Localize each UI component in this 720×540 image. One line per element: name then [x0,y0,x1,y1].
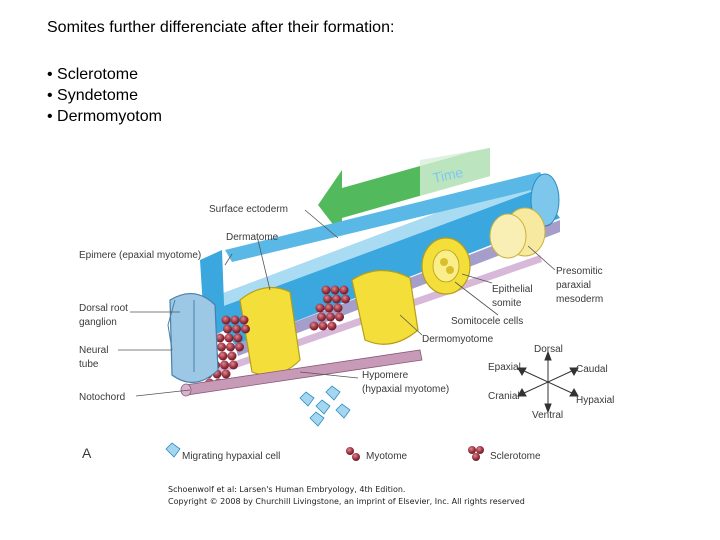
migrating-cell-icon [165,442,181,458]
sclerotome-cell [241,324,250,334]
time-arrow: Time [318,148,490,236]
sclerotome-cell [217,342,226,352]
compass-dorsal: Dorsal [534,344,563,355]
slide-heading: Somites further differenciate after thei… [47,19,395,36]
compass-ventral: Ventral [532,410,563,421]
migrating-hypaxial-cells [299,385,351,427]
sclerotome-cell [332,294,341,304]
sclerotome-icon [468,446,476,454]
neural-tube [167,293,219,383]
sclerotome-cell [221,315,231,325]
bullet-sclerotome: • Sclerotome [47,66,138,83]
myotome-icon [346,447,354,455]
sclerotome-cell [233,333,243,343]
label-presomitic-1: Presomitic [556,266,603,277]
sclerotome-cell [324,303,334,313]
leader-lines [118,209,556,397]
sclerotome-cell [339,285,349,295]
sclerotome-cell [230,315,240,325]
sclerotome-cell [315,303,325,313]
sclerotome-cell [221,369,231,379]
compass-cranial: Cranial [488,391,520,402]
sclerotome-cell [239,315,249,325]
label-presomitic-3: mesoderm [556,294,603,305]
label-surface-ectoderm: Surface ectoderm [209,204,288,215]
sclerotome-cell [330,285,340,295]
legend-sclerotome: Sclerotome [490,451,541,462]
label-dermomyotome: Dermomyotome [422,334,494,345]
epithelial-somite [421,237,471,295]
label-epimere: Epimere (epaxial myotome) [79,250,201,261]
label-notochord: Notochord [79,392,125,403]
label-epithelial: Epithelial [492,284,533,295]
label-hypomere: Hypomere [362,370,409,381]
mid-sclerotome-cluster [309,285,350,331]
time-label: Time [431,164,464,186]
sclerotome-cell [226,342,235,352]
sclerotome-cell [323,294,332,304]
sclerotome-cell [229,360,238,370]
label-tube: tube [79,359,99,370]
bullet-dermomyotom: • Dermomyotom [47,108,162,125]
panel-letter: A [82,445,92,461]
credit-line-2: Copyright © 2008 by Churchill Livingston… [168,497,525,506]
sclerotome-cell [215,333,225,343]
sclerotome-cell [223,324,232,334]
sclerotome-cell [227,351,237,361]
label-dermatome: Dermatome [226,232,279,243]
credit-line-1: Schoenwolf et al: Larsen's Human Embryol… [168,485,405,494]
label-ganglion: ganglion [79,317,117,328]
compass-hypaxial: Hypaxial [576,395,614,406]
sclerotome-cell [341,294,350,304]
compass-epaxial: Epaxial [488,362,521,373]
orientation-compass: Dorsal Ventral Epaxial Caudal Cranial Hy… [488,344,614,421]
sclerotome-cell [220,360,229,370]
label-presomitic-2: paraxial [556,280,591,291]
legend-myotome: Myotome [366,451,408,462]
presomitic-mesoderm [489,207,546,259]
mid-somite [309,269,419,345]
bullet-syndetome: • Syndetome [47,87,138,104]
legend-migrating: Migrating hypaxial cell [182,451,280,462]
label-neural: Neural [79,345,108,356]
sclerotome-cell [333,303,343,313]
front-somite [203,286,301,388]
compass-caudal: Caudal [576,364,608,375]
sclerotome-cell [224,333,234,343]
sclerotome-cell [317,312,326,322]
label-dorsal-root: Dorsal root [79,303,128,314]
figure-legend: A Migrating hypaxial cell Myotome Sclero… [82,442,541,462]
label-hypaxial-myotome: (hypaxial myotome) [362,384,449,395]
sclerotome-cell [335,312,344,322]
sclerotome-cell [326,312,335,322]
label-somitocele-cells: Somitocele cells [451,316,523,327]
sclerotome-cell [235,342,244,352]
sclerotome-cell [327,321,337,331]
bullet-list: • Sclerotome • Syndetome • Dermomyotom [47,64,162,127]
label-somite: somite [492,298,522,309]
sclerotome-cell [309,321,319,331]
sclerotome-cell [218,351,228,361]
sclerotome-cell [232,324,241,334]
sclerotome-cell [318,321,328,331]
sclerotome-cell [321,285,331,295]
front-sclerotome-cluster [203,315,250,388]
